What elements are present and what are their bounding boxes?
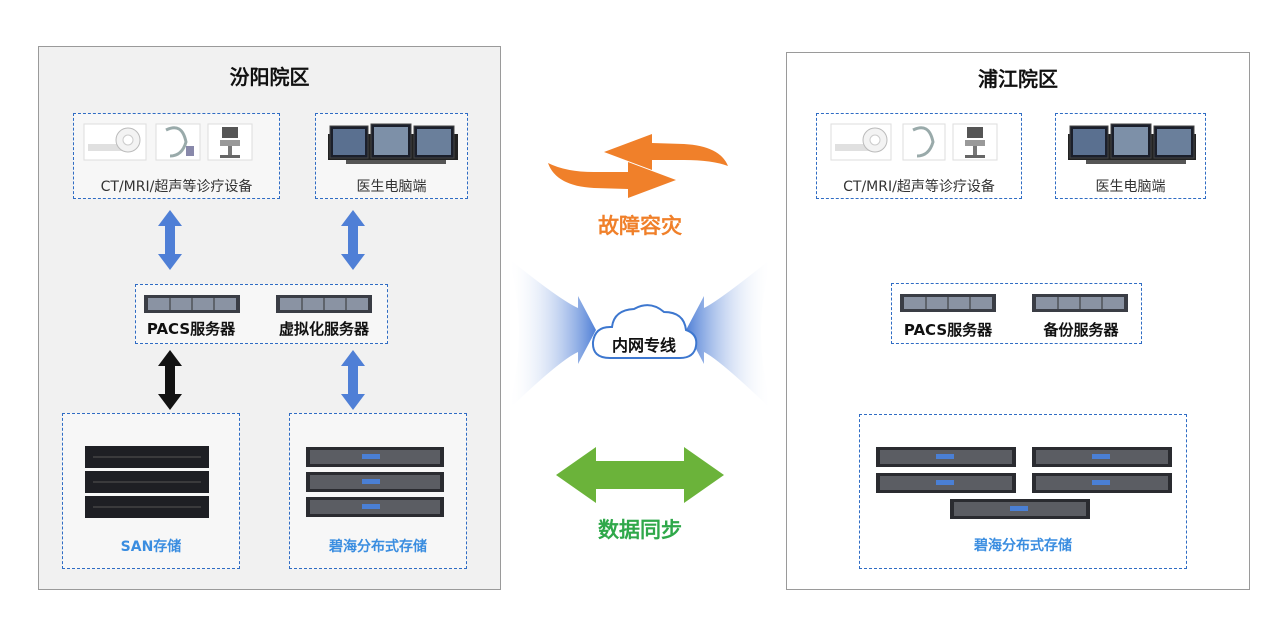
doctor-pc-group: 医生电脑端 — [315, 113, 468, 199]
devices-label: CT/MRI/超声等诊疗设备 — [843, 179, 995, 195]
monitors-icon — [328, 123, 458, 164]
devices-label: CT/MRI/超声等诊疗设备 — [100, 179, 253, 195]
intranet-label: 内网专线 — [611, 336, 676, 355]
distributed-storage-icon — [306, 447, 444, 517]
disaster-recovery-icon — [548, 134, 728, 198]
distributed-storage-label: 碧海分布式存储 — [974, 538, 1072, 554]
data-sync-arrow-icon — [556, 447, 724, 503]
double-arrow-icon — [158, 210, 365, 410]
pacs-server-icon — [900, 294, 1128, 312]
san-storage-label: SAN存储 — [120, 539, 182, 555]
pacs-server-label: PACS服务器 — [903, 321, 993, 339]
san-storage-group: SAN存储 — [62, 413, 240, 569]
distributed-storage-group: 碧海分布式存储 — [859, 414, 1187, 569]
data-sync-label: 数据同步 — [598, 518, 682, 542]
distributed-storage-label: 碧海分布式存储 — [329, 539, 427, 555]
virtual-server-label: 虚拟化服务器 — [278, 320, 369, 338]
cloud-icon — [591, 304, 698, 359]
medical-devices-icon — [83, 123, 253, 161]
campus-fenyang: 汾阳院区 CT/MRI/超声等诊疗设备 — [38, 46, 501, 590]
medical-devices-icon — [830, 123, 998, 161]
distributed-storage-group: 碧海分布式存储 — [289, 413, 467, 569]
double-arrow-icon — [158, 350, 182, 410]
servers-group: PACS服务器 备份服务器 — [891, 283, 1142, 344]
campus-title: 汾阳院区 — [229, 65, 310, 89]
disaster-recovery-label: 故障容灾 — [598, 214, 682, 238]
right-intranet-arrow — [686, 258, 772, 410]
distributed-storage-icon — [876, 447, 1172, 519]
doctor-pc-group: 医生电脑端 — [1055, 113, 1206, 199]
pacs-server-label: PACS服务器 — [146, 320, 236, 338]
campus-title: 浦江院区 — [978, 67, 1058, 91]
doctor-pc-label: 医生电脑端 — [356, 179, 427, 195]
doctor-pc-label: 医生电脑端 — [1095, 179, 1166, 195]
backup-server-label: 备份服务器 — [1043, 321, 1119, 339]
left-intranet-arrow — [508, 258, 596, 410]
campus-pujiang: 浦江院区 CT/MRI/超声等诊疗设备 医生电脑端 — [786, 52, 1250, 590]
servers-group: PACS服务器 虚拟化服务器 — [135, 284, 388, 344]
pacs-server-icon — [144, 295, 372, 313]
medical-devices-group: CT/MRI/超声等诊疗设备 — [73, 113, 280, 199]
monitors-icon — [1068, 123, 1196, 164]
medical-devices-group: CT/MRI/超声等诊疗设备 — [816, 113, 1022, 199]
san-storage-icon — [85, 446, 209, 518]
